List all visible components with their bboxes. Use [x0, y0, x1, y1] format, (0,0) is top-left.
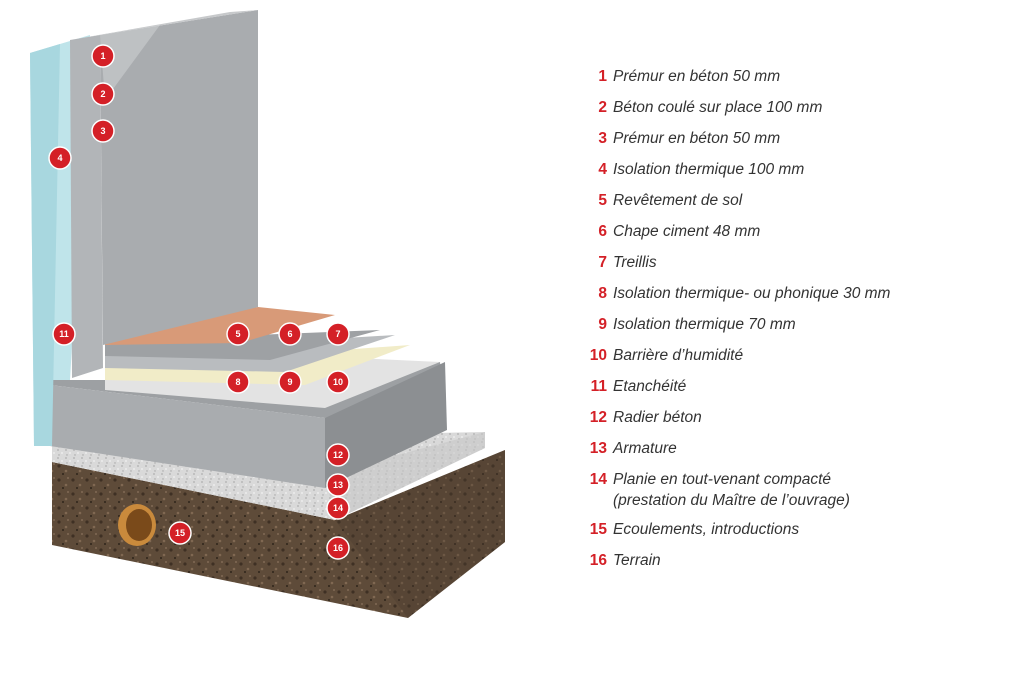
marker-4: 4 [48, 146, 72, 170]
legend-item: 16 Terrain [578, 550, 1008, 571]
marker-number: 13 [333, 480, 343, 490]
marker-number: 12 [333, 450, 343, 460]
floor-layers [105, 307, 440, 408]
legend-label: Béton coulé sur place 100 mm [613, 99, 823, 116]
legend-item: 9 Isolation thermique 70 mm [578, 314, 1008, 335]
marker-number: 16 [333, 543, 343, 553]
marker-10: 10 [326, 370, 350, 394]
legend-label: Planie en tout-venant compacté(prestatio… [613, 471, 850, 509]
legend-item: 5 Revêtement de sol [578, 190, 1008, 211]
concrete-wall [70, 10, 258, 378]
marker-5: 5 [226, 322, 250, 346]
legend-item: 2 Béton coulé sur place 100 mm [578, 97, 1008, 118]
marker-1: 1 [91, 44, 115, 68]
legend-label: Barrière d’humidité [613, 347, 744, 364]
legend-number: 15 [589, 521, 607, 538]
legend-label: Prémur en béton 50 mm [613, 130, 781, 147]
legend-label: Treillis [613, 254, 657, 271]
legend-label: Etanchéité [613, 378, 687, 395]
marker-7: 7 [326, 322, 350, 346]
legend-number: 2 [598, 99, 607, 116]
marker-15: 15 [168, 521, 192, 545]
legend-label: Isolation thermique 100 mm [613, 161, 805, 178]
legend-number: 16 [589, 552, 607, 569]
legend-label: Isolation thermique 70 mm [613, 316, 796, 333]
legend-number: 11 [590, 378, 607, 395]
legend-label: Radier béton [613, 409, 702, 426]
marker-number: 10 [333, 377, 343, 387]
marker-6: 6 [278, 322, 302, 346]
marker-number: 9 [287, 377, 292, 387]
legend-label-line2: (prestation du Maître de l’ouvrage) [613, 492, 850, 509]
marker-12: 12 [326, 443, 350, 467]
legend-number: 8 [598, 285, 607, 302]
legend-item: 6 Chape ciment 48 mm [578, 221, 1008, 242]
marker-number: 15 [175, 528, 185, 538]
legend-number: 14 [589, 471, 607, 488]
legend-number: 5 [598, 192, 607, 209]
marker-number: 4 [57, 153, 62, 163]
marker-16: 16 [326, 536, 350, 560]
soil-block [52, 450, 505, 618]
marker-number: 7 [335, 329, 340, 339]
legend-label: Armature [613, 440, 677, 457]
marker-8: 8 [226, 370, 250, 394]
legend-label: Chape ciment 48 mm [613, 223, 761, 240]
legend-item: 7 Treillis [578, 252, 1008, 273]
legend-label: Isolation thermique- ou phonique 30 mm [613, 285, 891, 302]
legend-number: 12 [589, 409, 607, 426]
legend-label: Terrain [613, 552, 661, 569]
marker-number: 2 [100, 89, 105, 99]
legend-number: 1 [598, 68, 607, 85]
marker-number: 11 [59, 329, 69, 339]
legend-number: 13 [589, 440, 607, 457]
marker-number: 14 [333, 503, 343, 513]
marker-9: 9 [278, 370, 302, 394]
legend-item: 12 Radier béton [578, 407, 1008, 428]
marker-3: 3 [91, 119, 115, 143]
legend-number: 7 [598, 254, 607, 271]
legend-item: 1 Prémur en béton 50 mm [578, 66, 1008, 87]
legend-label: Ecoulements, introductions [613, 521, 800, 538]
legend-item: 15 Ecoulements, introductions [578, 519, 1008, 540]
marker-number: 3 [100, 126, 105, 136]
marker-11: 11 [52, 322, 76, 346]
marker-2: 2 [91, 82, 115, 106]
legend-item: 13 Armature [578, 438, 1008, 459]
marker-number: 6 [287, 329, 292, 339]
legend-item: 14 Planie en tout-venant compacté(prestat… [578, 469, 1008, 511]
legend-number: 3 [598, 130, 607, 147]
drain-pipe [118, 504, 156, 546]
legend-label: Prémur en béton 50 mm [613, 68, 781, 85]
marker-number: 8 [235, 377, 240, 387]
legend-number: 9 [598, 316, 607, 333]
marker-number: 5 [235, 329, 240, 339]
legend-number: 6 [598, 223, 607, 240]
legend-item: 8 Isolation thermique- ou phonique 30 mm [578, 283, 1008, 304]
legend-number: 4 [598, 161, 607, 178]
legend-number: 10 [589, 347, 607, 364]
legend-item: 10 Barrière d’humidité [578, 345, 1008, 366]
legend-item: 3 Prémur en béton 50 mm [578, 128, 1008, 149]
legend-label: Revêtement de sol [613, 192, 743, 209]
legend-item: 4 Isolation thermique 100 mm [578, 159, 1008, 180]
marker-number: 1 [100, 51, 105, 61]
marker-14: 14 [326, 496, 350, 520]
marker-13: 13 [326, 473, 350, 497]
legend-item: 11 Etanchéité [578, 376, 1008, 397]
